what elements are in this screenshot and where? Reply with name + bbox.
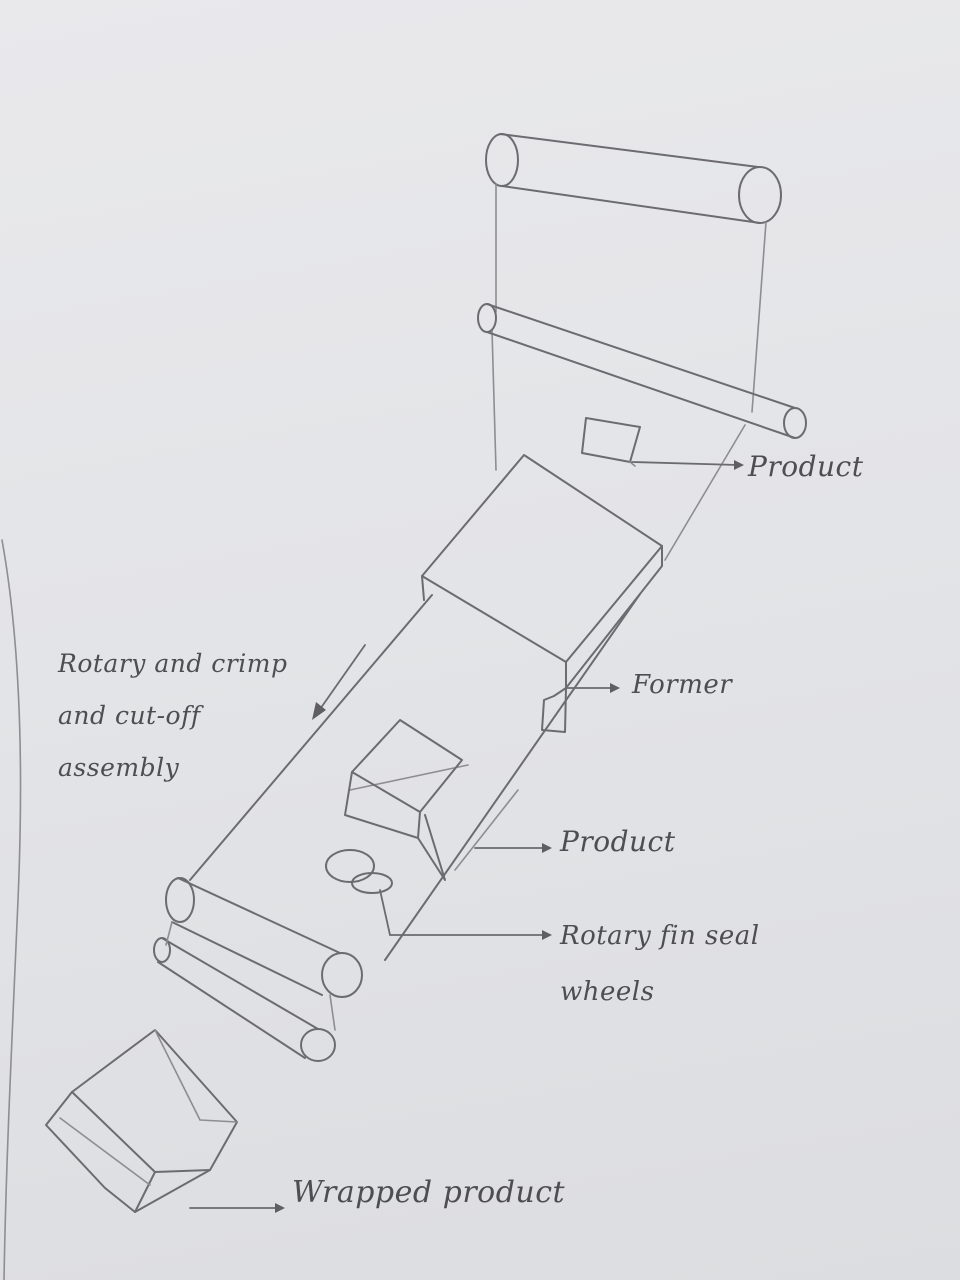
page-margin-line bbox=[2, 540, 21, 1280]
label-rotary-crimp-cutoff: Rotary and crimp and cut-off assembly bbox=[58, 638, 287, 794]
leader-fin-seal bbox=[380, 890, 552, 940]
film-web bbox=[492, 184, 766, 560]
crimp-rollers bbox=[154, 878, 362, 1061]
wrapped-product-box bbox=[46, 1030, 237, 1212]
label-fin-seal-wheels: Rotary fin seal wheels bbox=[560, 908, 760, 1020]
label-former: Former bbox=[632, 670, 732, 700]
film-roll-top bbox=[486, 134, 781, 223]
leader-wrapped bbox=[190, 1203, 285, 1213]
product-box-top bbox=[582, 418, 640, 466]
leader-product-mid bbox=[475, 843, 552, 853]
fin-seal-wheels bbox=[326, 850, 392, 893]
leader-product-top bbox=[632, 460, 744, 470]
leader-former bbox=[566, 683, 620, 693]
label-product-top: Product bbox=[748, 450, 863, 483]
label-wrapped-product: Wrapped product bbox=[292, 1175, 565, 1210]
product-box-mid bbox=[345, 720, 462, 880]
label-product-mid: Product bbox=[560, 825, 675, 858]
guide-roller bbox=[478, 304, 806, 438]
former bbox=[422, 455, 662, 732]
